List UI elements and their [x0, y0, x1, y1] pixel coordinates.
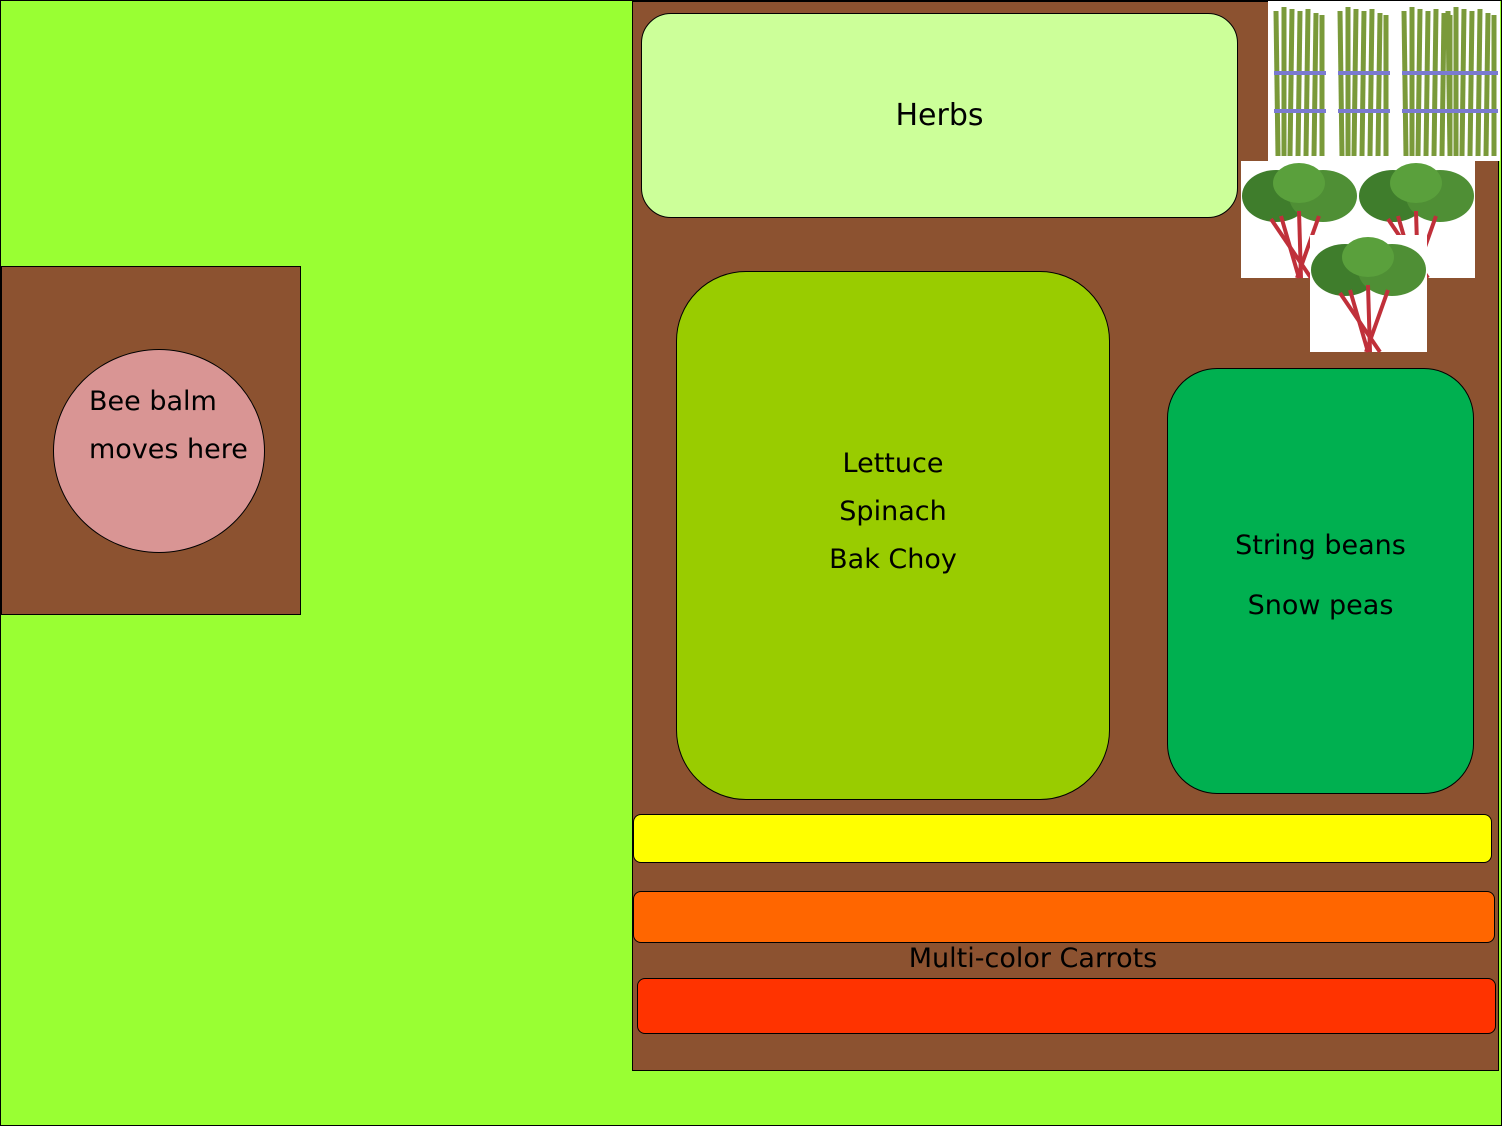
orange-carrot-row — [633, 891, 1495, 943]
herbs-label: Herbs — [895, 97, 984, 133]
lettuce-label: Lettuce — [842, 447, 944, 479]
spinach-label: Spinach — [839, 495, 947, 527]
snow-peas-label: Snow peas — [1247, 590, 1394, 621]
greens-bed: Lettuce Spinach Bak Choy — [676, 271, 1110, 800]
rhubarb-icon — [1241, 161, 1477, 354]
red-carrot-row — [637, 978, 1496, 1034]
yellow-carrot-row — [633, 814, 1492, 863]
herbs-bed: Herbs — [641, 13, 1238, 218]
bee-balm-label-1: Bee balm — [89, 386, 217, 417]
carrots-label: Multi-color Carrots — [908, 943, 1158, 974]
asparagus-icon — [1268, 1, 1500, 161]
legumes-bed: String beans Snow peas — [1167, 368, 1474, 794]
bak-choy-label: Bak Choy — [829, 543, 957, 575]
bee-balm-circle: Bee balm moves here — [53, 349, 265, 553]
string-beans-label: String beans — [1235, 530, 1406, 561]
bee-balm-label-2: moves here — [89, 434, 248, 465]
